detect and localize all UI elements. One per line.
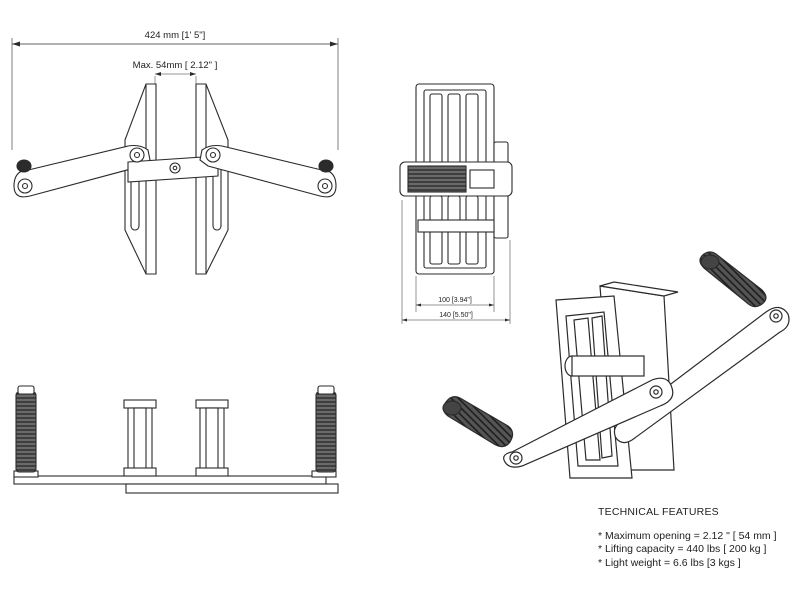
front-view — [13, 385, 339, 494]
right-lever-arm — [199, 144, 337, 198]
left-lever-arm — [13, 144, 219, 198]
inner-width-label: 100 [3.94"] — [438, 297, 472, 304]
isometric-view — [442, 251, 790, 479]
max-opening-label: Max. 54mm [ 2.12" ] — [133, 60, 218, 71]
feature-item-lifting-capacity: * Lifting capacity = 440 lbs [ 200 kg ] — [598, 543, 767, 555]
overall-width-label: 424 mm [1' 5"] — [145, 30, 206, 41]
feature-item-weight: * Light weight = 6.6 lbs [3 kgs ] — [598, 556, 741, 569]
lower-handle-grip — [442, 396, 514, 448]
top-view: 424 mm [1' 5"] Max. 54mm [ 2.12" ] — [11, 30, 339, 275]
technical-features-block: TECHNICAL FEATURES * Maximum opening = 2… — [598, 506, 798, 570]
right-jaw-plate — [195, 83, 229, 275]
outer-width-label: 140 [5.50"] — [439, 312, 473, 319]
feature-item-max-opening: * Maximum opening = 2.12 " [ 54 mm ] — [598, 529, 777, 542]
upper-handle-grip — [699, 251, 767, 308]
overall-width-dimension: 424 mm [1' 5"] — [11, 30, 339, 150]
side-view-dimensions: 100 [3.94"] 140 [5.50"] — [401, 200, 511, 324]
side-view: 100 [3.94"] 140 [5.50"] — [399, 83, 513, 324]
technical-features-title: TECHNICAL FEATURES — [598, 506, 719, 518]
